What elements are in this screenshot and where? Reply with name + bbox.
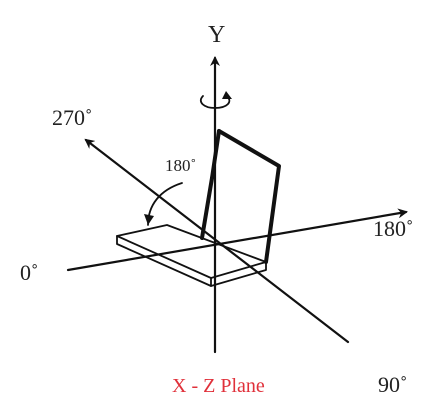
axis-90-270 [84, 138, 350, 344]
y-axis-label: Y [208, 22, 225, 48]
angle-0-label: 0˚ [20, 260, 38, 285]
angle-180-label: 180˚ [373, 216, 413, 241]
laptop-base [116, 224, 267, 287]
hinge-angle-arrow-icon [144, 214, 154, 225]
axis-0-180 [66, 208, 408, 272]
laptop-screen [200, 129, 281, 264]
angle-270-label: 270˚ [52, 105, 92, 130]
plane-label: X - Z Plane [172, 375, 265, 397]
hinge-angle-arc [147, 182, 183, 226]
hinge-angle-label: 180˚ [165, 156, 196, 175]
angle-90-label: 90˚ [378, 372, 407, 397]
y-rotation-arrow-icon [199, 91, 232, 109]
